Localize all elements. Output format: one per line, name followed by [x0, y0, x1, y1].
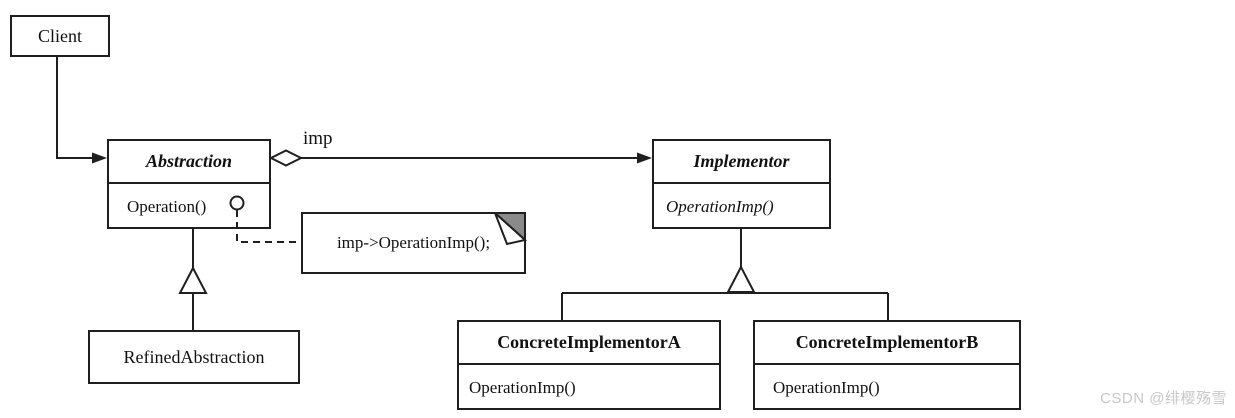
abstraction-inheritance-triangle-icon [178, 265, 208, 294]
aggregation-diamond-icon [268, 149, 304, 167]
class-name-concrete-implementor-b: ConcreteImplementorB [755, 322, 1019, 365]
aggregation-arrowhead-icon [637, 152, 652, 164]
class-name-refined-abstraction: RefinedAbstraction [123, 346, 265, 367]
aggregation-role-label: imp [303, 128, 333, 149]
note-text: imp->OperationImp(); [336, 233, 491, 252]
method-abstraction-operation: Operation() [127, 196, 207, 216]
method-implementor-operationimp: OperationImp() [666, 196, 774, 216]
class-box-abstraction: Abstraction Operation() [107, 139, 271, 229]
class-name-abstraction: Abstraction [109, 141, 269, 184]
class-box-refined-abstraction: RefinedAbstraction [88, 330, 300, 384]
class-box-concrete-implementor-a: ConcreteImplementorA OperationImp() [457, 320, 721, 410]
implementor-inheritance-triangle-icon [726, 264, 756, 293]
client-dependency-line [56, 57, 93, 159]
watermark-text: CSDN @绯樱殇雪 [1100, 390, 1227, 407]
class-name-implementor: Implementor [654, 141, 829, 184]
class-name-concrete-implementor-a: ConcreteImplementorA [459, 322, 719, 365]
method-concrete-a-operationimp: OperationImp() [469, 377, 576, 397]
class-name-client: Client [38, 25, 82, 46]
client-arrowhead-icon [92, 152, 107, 164]
class-box-client: Client [10, 15, 110, 57]
class-box-concrete-implementor-b: ConcreteImplementorB OperationImp() [753, 320, 1021, 410]
method-concrete-b-operationimp: OperationImp() [773, 377, 880, 397]
class-box-implementor: Implementor OperationImp() [652, 139, 831, 229]
